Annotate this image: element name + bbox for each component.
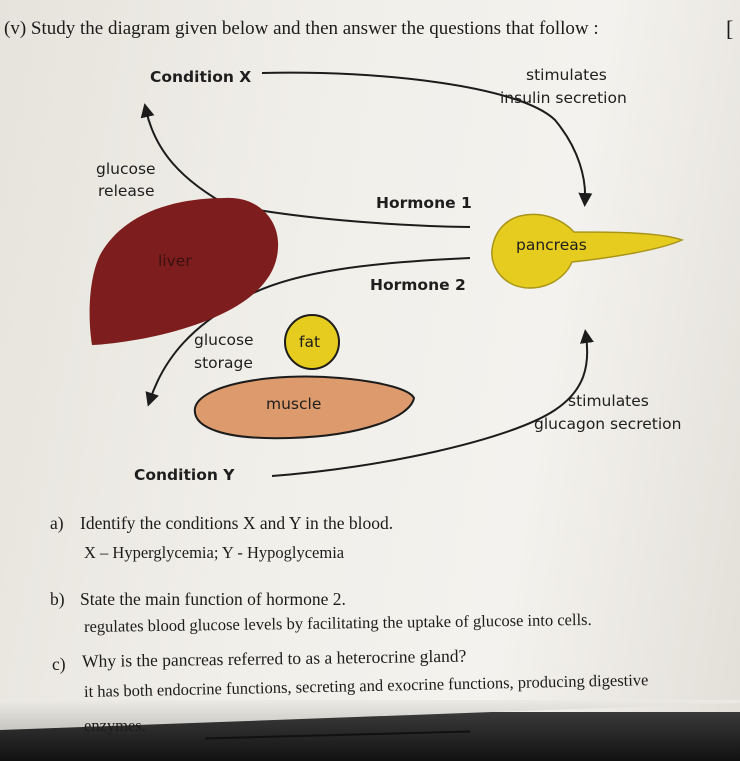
stimulates-bottom-label: stimulates: [568, 392, 649, 410]
muscle-shape: [193, 375, 416, 440]
page-edge-mark: [: [726, 16, 734, 41]
liver-shape: [89, 197, 279, 345]
pancreas-shape: [491, 213, 684, 289]
question-c-text: Why is the pancreas referred to as a het…: [81, 645, 467, 671]
pancreas-label: pancreas: [516, 236, 587, 254]
fat-label: fat: [299, 333, 320, 351]
question-b-label: b): [50, 589, 65, 609]
glucose-storage-label-2: storage: [194, 354, 253, 372]
question-heading: (v) Study the diagram given below and th…: [4, 18, 599, 39]
glucose-storage-label-1: glucose: [194, 331, 254, 349]
hormone-1-line: [257, 209, 471, 228]
hormone-2-label: Hormone 2: [370, 276, 466, 294]
fat-shape: [284, 314, 340, 370]
condition-x-label: Condition X: [150, 68, 251, 86]
arrow-condition-y-to-pancreas: [271, 329, 594, 477]
stimulates-top-label: stimulates: [526, 66, 607, 84]
insulin-secretion-label: insulin secretion: [500, 89, 627, 107]
answer-b: regulates blood glucose levels by facili…: [83, 609, 592, 636]
muscle-label: muscle: [266, 395, 321, 413]
glucose-regulation-diagram: Condition X stimulates insulin secretion…: [89, 66, 684, 484]
glucose-release-label-1: glucose: [96, 160, 156, 178]
answer-c-line-1: it has both endocrine functions, secreti…: [83, 670, 649, 701]
question-b-text: State the main function of hormone 2.: [80, 589, 346, 609]
question-c-label: c): [52, 654, 66, 674]
arrow-condition-x-to-pancreas: [261, 71, 593, 207]
arrow-glucose-release: [140, 103, 233, 209]
glucagon-secretion-label: glucagon secretion: [534, 415, 681, 433]
question-a-text: Identify the conditions X and Y in the b…: [80, 513, 394, 533]
question-a-label: a): [50, 513, 64, 533]
liver-label: liver: [158, 252, 192, 270]
answer-c-line-2: enzymes.: [84, 716, 146, 735]
hormone-1-label: Hormone 1: [376, 194, 472, 212]
glucose-release-label-2: release: [98, 182, 155, 200]
answer-a: X – Hyperglycemia; Y - Hypoglycemia: [84, 543, 345, 562]
condition-y-label: Condition Y: [134, 466, 235, 484]
